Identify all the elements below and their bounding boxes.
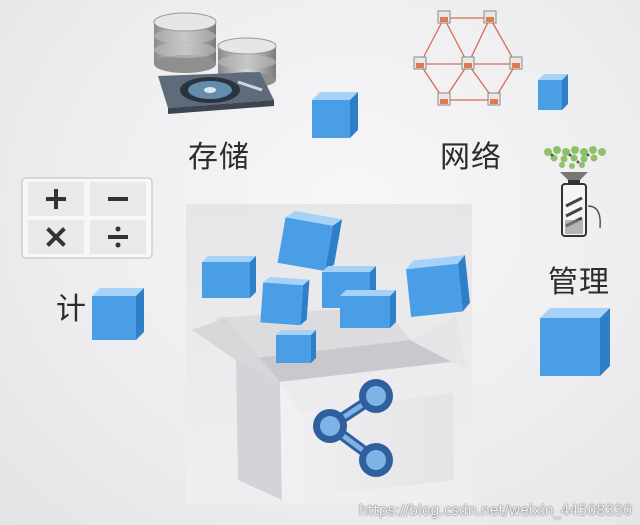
cube (312, 92, 358, 138)
cube (202, 256, 256, 298)
cube (538, 74, 568, 110)
cube (406, 255, 470, 317)
share-icon (313, 379, 393, 477)
network-label: 网络 (440, 140, 502, 175)
compute-label: 计 (56, 292, 87, 327)
cube (92, 288, 144, 340)
storage-label: 存储 (188, 140, 250, 175)
watermark-url: https://blog.csdn.net/weixin_44508330 (358, 503, 632, 519)
cube (260, 276, 310, 326)
cube (277, 210, 343, 272)
network-icon (413, 10, 523, 106)
cube (540, 308, 610, 376)
management-label: 管理 (548, 265, 610, 300)
battery-icon (544, 146, 606, 237)
database-icon (153, 12, 277, 114)
cube (340, 290, 396, 328)
cube (276, 330, 316, 363)
calculator-icon (21, 177, 153, 259)
